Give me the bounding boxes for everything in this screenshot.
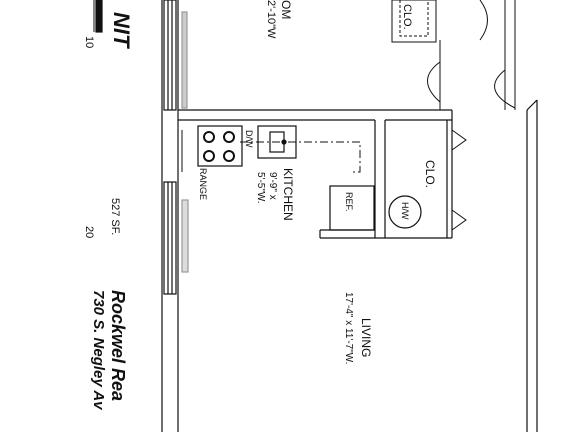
closet-walls bbox=[385, 110, 453, 239]
closet-label: CLO. bbox=[423, 160, 437, 188]
bedroom-dimension: 2'-10"W bbox=[265, 0, 277, 39]
scale-tick-end: 20 bbox=[83, 226, 95, 238]
closet-doors bbox=[451, 129, 467, 231]
water-heater-label: H/W bbox=[400, 202, 410, 220]
range-label: RANGE bbox=[198, 168, 208, 200]
window-lower bbox=[167, 182, 189, 294]
range bbox=[197, 125, 243, 167]
title-fragment: NIT bbox=[109, 12, 134, 49]
top-closet bbox=[391, 0, 437, 43]
window-upper bbox=[167, 0, 188, 110]
exterior-wall-left bbox=[161, 0, 179, 432]
living-dimension: 17'-4" x 11'-7"W. bbox=[343, 292, 354, 364]
kitchen-label: KITCHEN bbox=[281, 168, 295, 221]
exterior-wall-right bbox=[526, 99, 538, 432]
scale-tick-start: 10 bbox=[83, 36, 95, 48]
kitchen-dimension-2: 5'-5"W. bbox=[255, 172, 266, 204]
water-heater bbox=[388, 195, 422, 229]
bedroom-label: OM bbox=[279, 0, 293, 19]
entry-doors bbox=[427, 0, 516, 110]
dishwasher-label: D/W bbox=[244, 130, 254, 148]
living-label: LIVING bbox=[359, 318, 373, 357]
scale-bar-block bbox=[95, 0, 103, 33]
kitchen-dimension-1: 9'-9" x bbox=[267, 172, 278, 200]
wall-bedroom-kitchen bbox=[178, 109, 452, 121]
brand-name: Rockwel Rea bbox=[108, 290, 128, 401]
refrigerator-label: REF. bbox=[344, 192, 354, 212]
top-closet-label: CLO. bbox=[401, 4, 413, 30]
address: 730 S. Negley Av bbox=[90, 290, 107, 411]
area-label: 527 SF. bbox=[109, 198, 121, 235]
counter-line bbox=[240, 141, 361, 173]
refrigerator bbox=[329, 185, 375, 231]
labels: NIT 10 20 527 SF. Rockwel Rea 730 S. Neg… bbox=[83, 0, 437, 411]
